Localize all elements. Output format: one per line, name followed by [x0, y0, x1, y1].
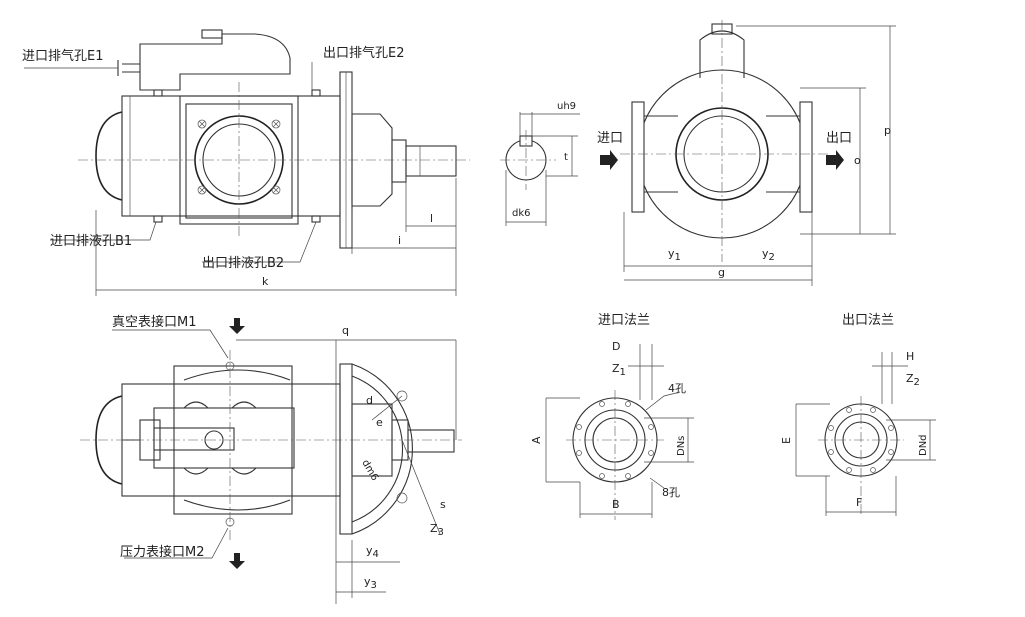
dim-z3: Z3 — [430, 522, 444, 538]
label-holes-4: 4孔 — [668, 382, 686, 395]
dim-D: D — [612, 340, 620, 353]
dim-dk6: dk6 — [512, 208, 531, 219]
inlet-flange-view — [545, 344, 694, 520]
dim-l: l — [430, 212, 433, 225]
dim-y3: y3 — [364, 575, 377, 591]
dim-y1: y1 — [668, 247, 681, 263]
dim-Z1: Z1 — [612, 362, 626, 378]
label-vacuum-port: 真空表接口M1 — [112, 314, 197, 330]
end-cap-top — [95, 395, 123, 485]
dim-uh9: uh9 — [557, 101, 576, 112]
shaft-key-detail — [500, 112, 580, 226]
dim-d: d — [366, 394, 373, 407]
label-outlet-flange: 出口法兰 — [842, 313, 894, 328]
dim-y4: y4 — [366, 544, 379, 560]
label-inlet-drain: 进口排液孔B1 — [50, 234, 132, 249]
dim-o: o — [854, 154, 861, 167]
end-cap — [95, 111, 123, 201]
dim-DNd: DNd — [918, 434, 929, 456]
label-inlet: 进口 — [597, 131, 623, 146]
dim-p: p — [884, 124, 891, 137]
dim-y2: y2 — [762, 247, 775, 263]
label-pressure-port: 压力表接口M2 — [120, 544, 205, 560]
outlet-flange-view — [795, 352, 936, 516]
dim-g: g — [718, 266, 725, 279]
dim-i: i — [398, 234, 401, 247]
dim-DNs: DNs — [676, 436, 687, 456]
dim-H: H — [906, 350, 914, 363]
top-view — [80, 318, 462, 604]
label-inlet-vent: 进口排气孔E1 — [22, 48, 104, 64]
side-view — [24, 29, 470, 296]
dim-s: s — [440, 498, 446, 511]
dim-e: e — [376, 416, 383, 429]
label-outlet-drain: 出口排液孔B2 — [202, 256, 284, 271]
dim-E: E — [780, 437, 793, 444]
dim-B: B — [612, 498, 620, 511]
dim-t: t — [564, 152, 568, 163]
dim-Z2: Z2 — [906, 372, 920, 388]
dim-q: q — [342, 324, 349, 337]
front-view — [600, 20, 896, 286]
dim-k: k — [262, 275, 269, 288]
dim-dm6: dm6 — [359, 458, 380, 483]
dim-F: F — [856, 496, 862, 509]
dim-A: A — [530, 436, 543, 444]
label-outlet: 出口 — [826, 131, 852, 146]
label-holes-8: 8孔 — [662, 486, 680, 499]
label-inlet-flange: 进口法兰 — [598, 313, 650, 328]
label-outlet-vent: 出口排气孔E2 — [323, 45, 405, 61]
